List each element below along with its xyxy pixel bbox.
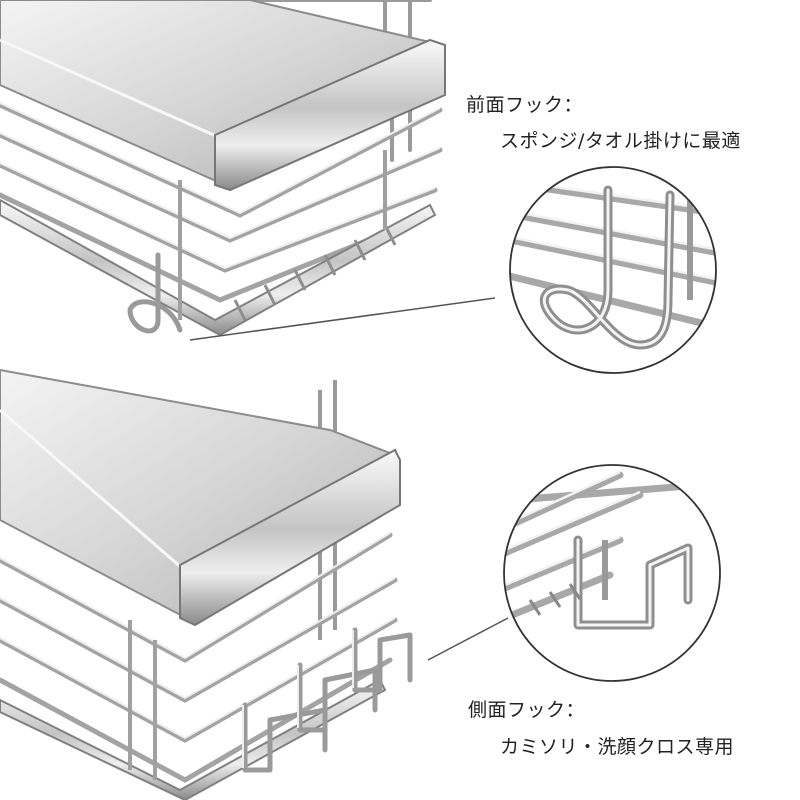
callout-lines	[189, 297, 509, 661]
top-basket	[0, 0, 446, 337]
front-hook-title: 前面フック：	[466, 94, 584, 116]
side-hook-zoom-circle	[503, 464, 721, 682]
front-hook-description: スポンジ/タオル掛けに最適	[500, 130, 741, 152]
bottom-basket	[0, 368, 413, 800]
side-hook-description: カミソリ・洗顔クロス専用	[500, 736, 735, 758]
side-hook-title: 側面フック：	[468, 699, 586, 721]
front-hook-zoom-circle	[509, 166, 717, 374]
